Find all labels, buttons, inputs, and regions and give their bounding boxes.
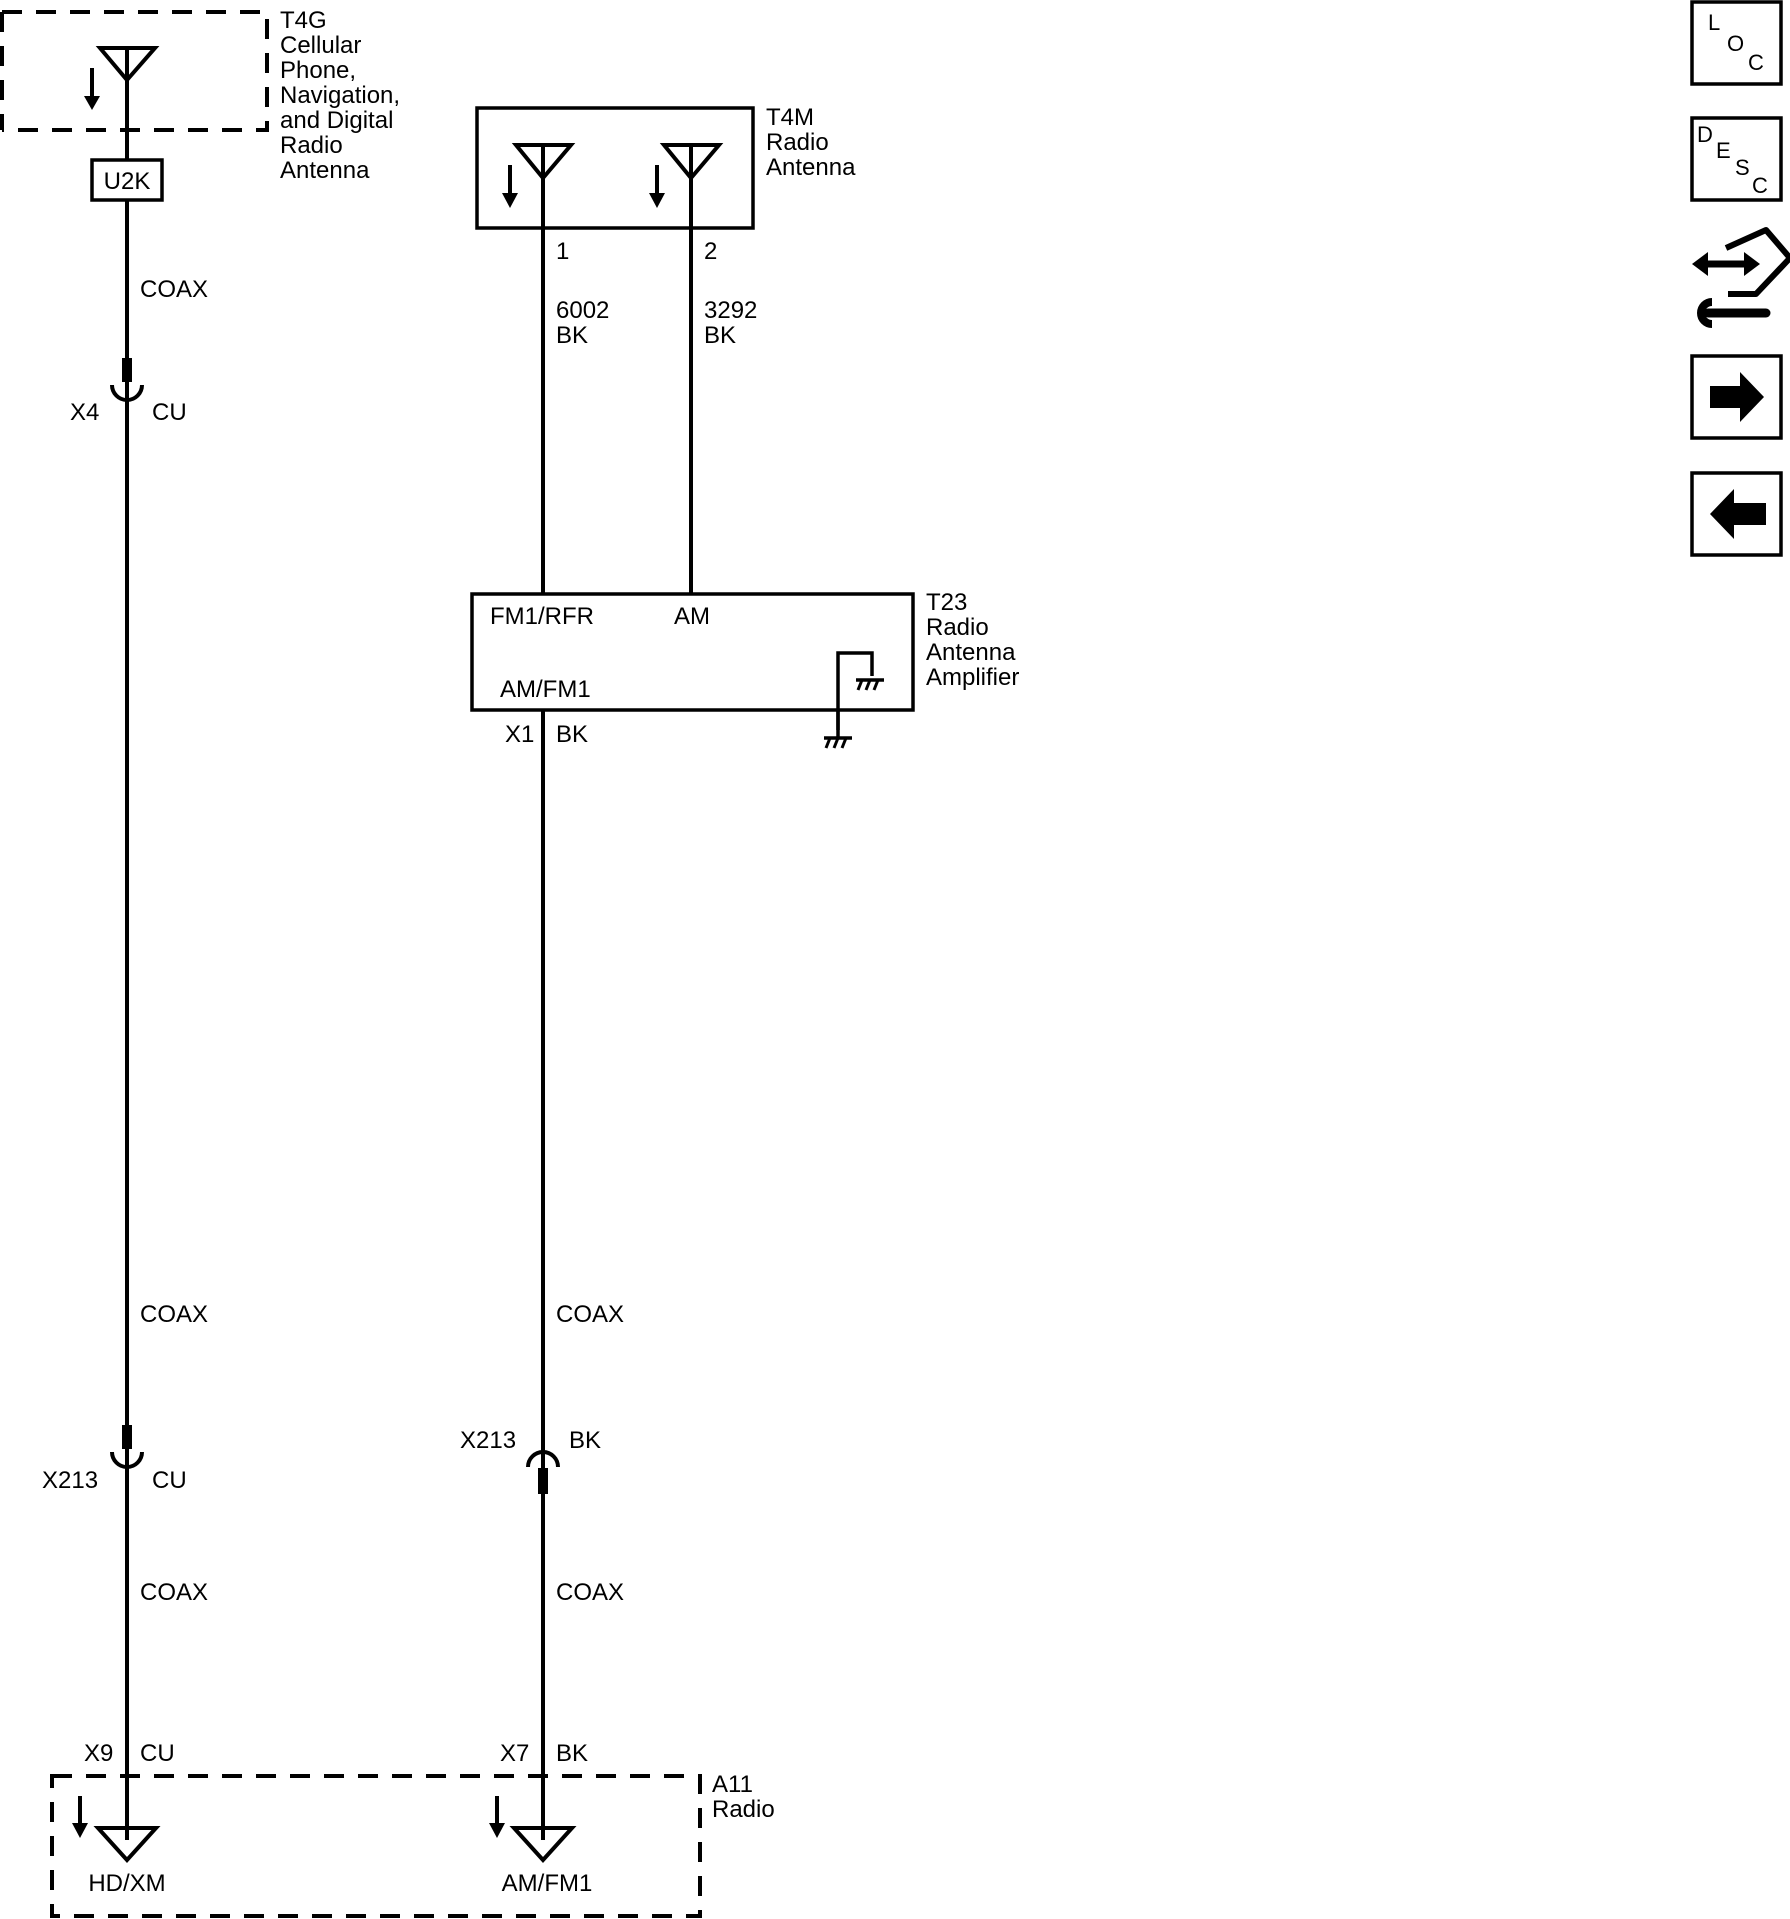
t23-box [470, 592, 915, 712]
a11-conn-right-color: BK [556, 1740, 588, 1767]
next-page-button[interactable] [1690, 354, 1783, 440]
t23-term-am-fm1: AM/FM1 [500, 676, 591, 703]
t4g-antenna-component: T4G Cellular Phone, Navigation, and Digi… [0, 7, 400, 184]
t23-name-line-3: Amplifier [926, 664, 1019, 691]
loc-letter-c: C [1748, 50, 1764, 75]
arrow-left-icon [1710, 489, 1766, 539]
t4g-name-line-4: and Digital [280, 107, 393, 134]
t23-term-fm1-rfr: FM1/RFR [490, 603, 594, 630]
t23-ref: T23 [926, 589, 967, 616]
x4-name: X4 [70, 399, 99, 426]
x4-pin [122, 358, 132, 382]
desc-button-box[interactable] [1690, 116, 1783, 202]
t23-name-line-1: Radio [926, 614, 989, 641]
a11-conn-right-name: X7 [500, 1740, 529, 1767]
t4m-box [475, 106, 755, 230]
t23-name-line-2: Antenna [926, 639, 1016, 666]
a11-conn-left-color: CU [140, 1740, 175, 1767]
arrow-right-icon [1710, 372, 1764, 422]
x4-socket [110, 384, 144, 402]
t4m-name-line-1: Radio [766, 129, 829, 156]
t23-internal-ground-icon [836, 651, 884, 730]
t23-amplifier-component: FM1/RFR AM AM/FM1 T23 Radio Antenna Ampl… [470, 589, 1019, 749]
loc-button-box[interactable] [1690, 0, 1783, 86]
u2k-label: U2K [104, 168, 151, 195]
x213-right-pin [538, 1468, 548, 1494]
a11-radio-component: X9 CU X7 BK A11 Radio HD/XM AM/FM1 [50, 1740, 775, 1918]
a11-term-hd-xm: HD/XM [88, 1870, 165, 1897]
x213-left-color: CU [152, 1467, 187, 1494]
desc-letter-d: D [1697, 122, 1713, 147]
x4-connector: X4 CU [70, 358, 187, 426]
t23-connector-x1: X1 [505, 721, 534, 748]
loc-letter-l: L [1708, 10, 1720, 35]
x213-left-name: X213 [42, 1467, 98, 1494]
loc-button[interactable]: L O C [1690, 0, 1783, 86]
desc-letter-c: C [1752, 173, 1768, 198]
x213-left-pin [122, 1425, 132, 1449]
connector-tool-icon[interactable] [1690, 224, 1790, 334]
desc-button[interactable]: D E S C [1690, 116, 1783, 202]
a11-hdxm-antenna-icon [72, 1796, 161, 1863]
t4m-antenna-1-icon [502, 143, 576, 228]
a11-ref: A11 [712, 1771, 753, 1798]
t4m-ref: T4M [766, 104, 814, 131]
right-coax-label-1: COAX [556, 1301, 624, 1328]
left-coax-label-3: COAX [140, 1579, 208, 1606]
t4g-name-line-6: Antenna [280, 157, 370, 184]
x4-color: CU [152, 399, 187, 426]
t4m-antenna-2-icon [649, 143, 724, 228]
x213-left-connector: X213 CU [42, 1425, 187, 1494]
t23-connector-color: BK [556, 721, 588, 748]
x213-right-color: BK [569, 1427, 601, 1454]
t4g-antenna-icon [84, 46, 160, 160]
x213-right-socket [526, 1450, 560, 1468]
t4g-ref: T4G [280, 7, 327, 34]
wire-3292-color: BK [704, 322, 736, 349]
left-coax-label-1: COAX [140, 276, 208, 303]
a11-conn-left-name: X9 [84, 1740, 113, 1767]
a11-amfm1-antenna-icon [489, 1796, 577, 1863]
t4m-antenna-component: T4M Radio Antenna 1 2 [475, 104, 856, 265]
t4m-pin-1: 1 [556, 238, 569, 265]
t4g-name-line-1: Cellular [280, 32, 361, 59]
wire-6002-color: BK [556, 322, 588, 349]
x213-right-name: X213 [460, 1427, 516, 1454]
wire-6002-circuit: 6002 [556, 297, 609, 324]
u2k-label-box: U2K [90, 158, 164, 202]
a11-dashed-outline [50, 1774, 702, 1918]
t4g-name-line-5: Radio [280, 132, 343, 159]
t4g-dashed-outline [2, 10, 269, 132]
desc-letter-e: E [1716, 138, 1731, 163]
desc-letter-s: S [1735, 155, 1750, 180]
t23-term-am: AM [674, 603, 710, 630]
x213-right-connector: X213 BK [460, 1427, 601, 1494]
loc-letter-o: O [1727, 31, 1744, 56]
wire-3292-circuit: 3292 [704, 297, 757, 324]
x213-left-socket [110, 1451, 144, 1469]
t4g-name-line-3: Navigation, [280, 82, 400, 109]
previous-page-button[interactable] [1690, 471, 1783, 557]
t4m-name-line-2: Antenna [766, 154, 856, 181]
left-coax-label-2: COAX [140, 1301, 208, 1328]
a11-name-line-1: Radio [712, 1796, 775, 1823]
a11-term-am-fm1: AM/FM1 [502, 1870, 593, 1897]
t23-ground-icon [824, 710, 852, 749]
t4m-pin-2: 2 [704, 238, 717, 265]
right-coax-label-2: COAX [556, 1579, 624, 1606]
t4g-name-line-2: Phone, [280, 57, 356, 84]
